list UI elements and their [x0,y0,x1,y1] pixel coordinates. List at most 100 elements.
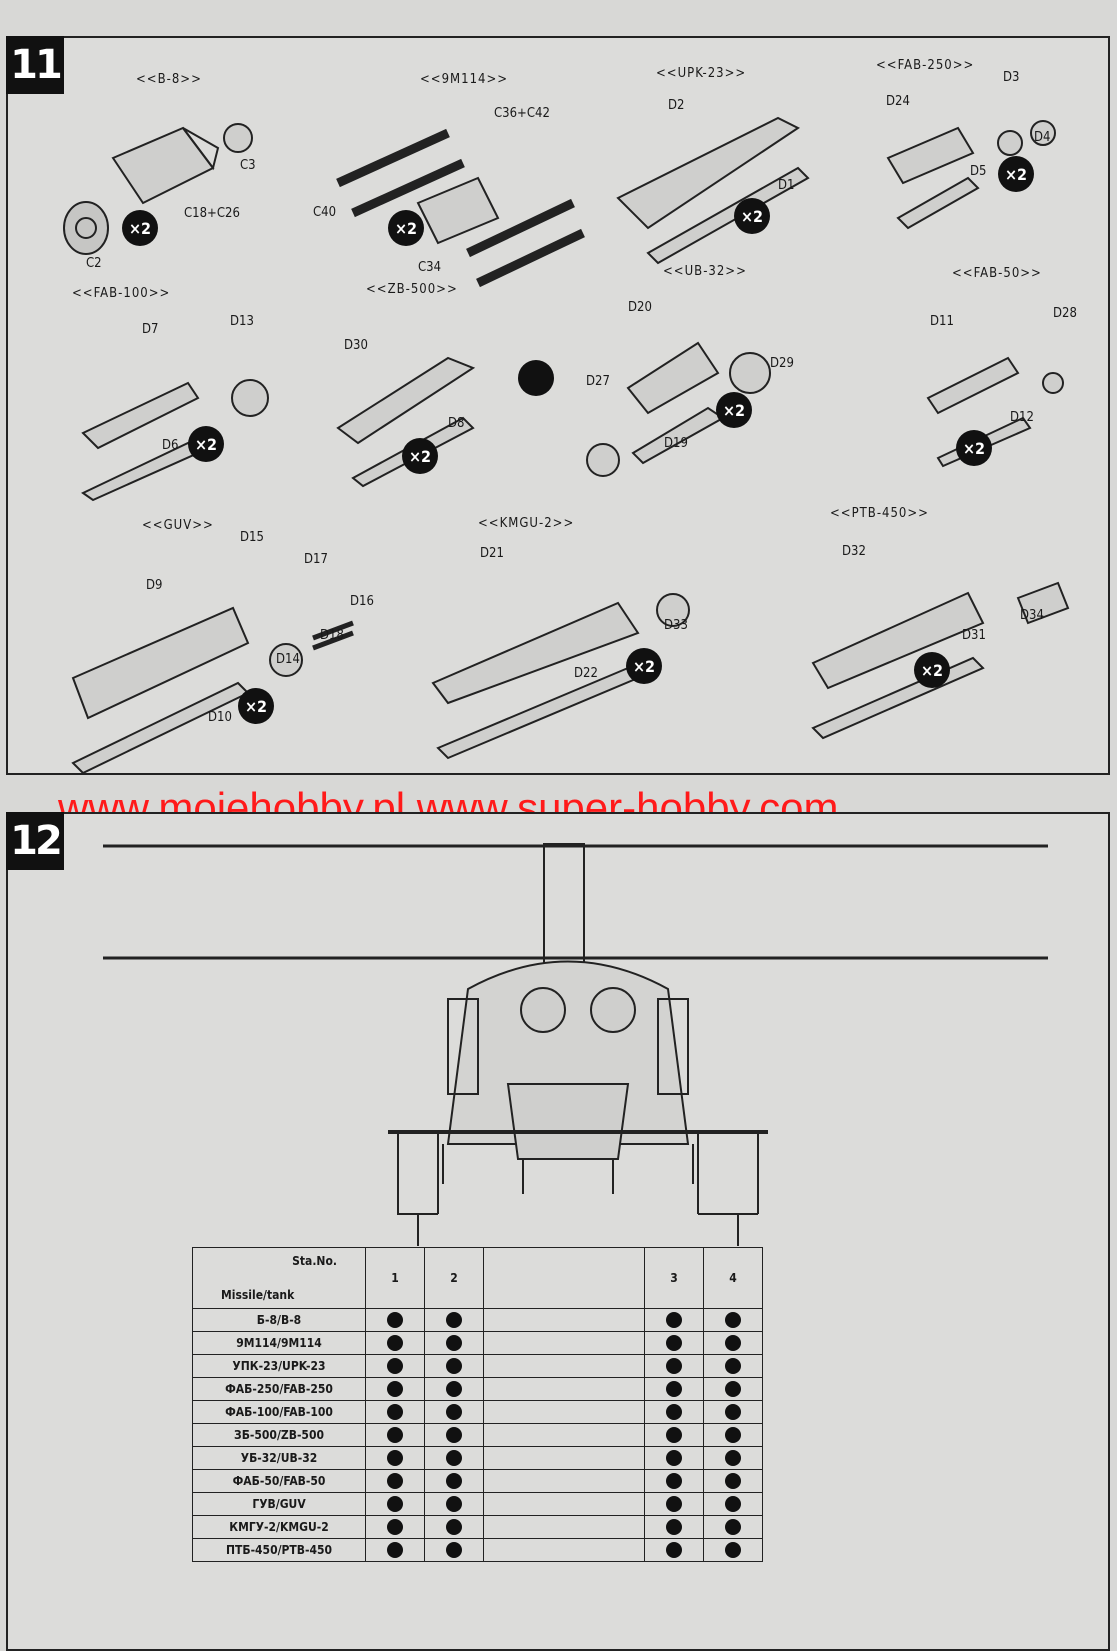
part-label: D17 [304,552,328,567]
station-load-cell [703,1492,763,1516]
station-load-cell [424,1538,484,1562]
table-row: УПК-23/UPK-23 [192,1354,763,1378]
part-label: D5 [970,164,987,179]
table-row: ФАБ-100/FAB-100 [192,1400,763,1424]
part-label: D4 [1034,130,1051,145]
table-row: 9M114/9M114 [192,1331,763,1355]
part-label: D2 [668,98,685,113]
load-dot-icon [725,1358,741,1374]
load-dot-icon [725,1427,741,1443]
group-title-ptb450: <<PTB-450>> [830,506,929,521]
load-dot-icon [387,1404,403,1420]
station-load-cell [644,1400,704,1424]
load-dot-icon [446,1473,462,1489]
part-label: D9 [146,578,163,593]
load-dot-icon [666,1335,682,1351]
part-label: D1 [778,178,795,193]
station-load-cell [703,1515,763,1539]
load-dot-icon [725,1496,741,1512]
station-header-3: 3 [644,1247,704,1309]
group-title-zb500: <<ZB-500>> [366,282,458,297]
load-dot-icon [387,1519,403,1535]
station-load-cell [703,1331,763,1355]
part-label: D30 [344,338,368,353]
load-dot-icon [666,1404,682,1420]
station-load-cell [703,1423,763,1447]
part-label: C18+C26 [184,206,240,221]
load-dot-icon [387,1450,403,1466]
group-title-guv: <<GUV>> [142,518,214,533]
load-dot-icon [446,1381,462,1397]
load-dot-icon [387,1358,403,1374]
part-label: D7 [142,322,159,337]
station-load-cell [365,1469,425,1493]
step-number-12: 12 [6,812,64,870]
part-label: D15 [240,530,264,545]
load-dot-icon [666,1381,682,1397]
station-load-cell [365,1377,425,1401]
weapon-name-cell: ПТБ-450/PTB-450 [192,1538,366,1562]
weapon-name-cell: КМГУ-2/KMGU-2 [192,1515,366,1539]
weapon-name-cell: ГУВ/GUV [192,1492,366,1516]
quantity-badge: ×2 [734,198,770,234]
group-title-fab250: <<FAB-250>> [876,58,975,73]
weapon-name-cell: ФАБ-50/FAB-50 [192,1469,366,1493]
station-load-cell [365,1400,425,1424]
station-load-cell [703,1308,763,1332]
load-dot-icon [666,1496,682,1512]
group-title-ub32: <<UB-32>> [663,264,747,279]
part-label: D33 [664,618,688,633]
station-header-4: 4 [703,1247,763,1309]
table-row: ГУВ/GUV [192,1492,763,1516]
load-dot-icon [725,1542,741,1558]
station-load-cell [365,1331,425,1355]
table-spacer [483,1377,645,1401]
load-dot-icon [446,1542,462,1558]
station-load-cell [644,1377,704,1401]
table-row: ПТБ-450/PTB-450 [192,1538,763,1562]
station-load-cell [424,1354,484,1378]
table-spacer [483,1354,645,1378]
station-load-cell [365,1515,425,1539]
part-label: D29 [770,356,794,371]
quantity-badge: ×2 [716,392,752,428]
weapon-name-cell: Б-8/B-8 [192,1308,366,1332]
station-load-cell [424,1308,484,1332]
quantity-badge: ×2 [402,438,438,474]
table-spacer [483,1331,645,1355]
station-load-cell [365,1354,425,1378]
load-dot-icon [666,1358,682,1374]
table-row: ФАБ-250/FAB-250 [192,1377,763,1401]
load-dot-icon [387,1473,403,1489]
station-load-cell [644,1538,704,1562]
part-label: D19 [664,436,688,451]
load-dot-icon [725,1312,741,1328]
group-title-fab100: <<FAB-100>> [72,286,171,301]
quantity-badge: ×2 [626,648,662,684]
part-label: C2 [86,256,102,271]
load-dot-icon [725,1335,741,1351]
part-label: C3 [240,158,256,173]
load-dot-icon [387,1312,403,1328]
part-label: D28 [1053,306,1077,321]
table-header-cell: Sta.No. Missile/tank [192,1247,366,1309]
station-load-cell [644,1331,704,1355]
part-label: D18 [320,628,344,643]
part-label: D24 [886,94,910,109]
station-header-1: 1 [365,1247,425,1309]
quantity-badge: ×2 [388,210,424,246]
table-spacer [483,1423,645,1447]
load-dot-icon [666,1312,682,1328]
load-dot-icon [725,1519,741,1535]
table-row: ЗБ-500/ZB-500 [192,1423,763,1447]
station-load-cell [644,1423,704,1447]
station-load-cell [703,1446,763,1470]
part-label: D32 [842,544,866,559]
load-dot-icon [725,1404,741,1420]
part-label: D22 [574,666,598,681]
station-load-cell [644,1492,704,1516]
part-label: C34 [418,260,442,275]
weapon-name-cell: ФАБ-100/FAB-100 [192,1400,366,1424]
station-load-cell [703,1538,763,1562]
